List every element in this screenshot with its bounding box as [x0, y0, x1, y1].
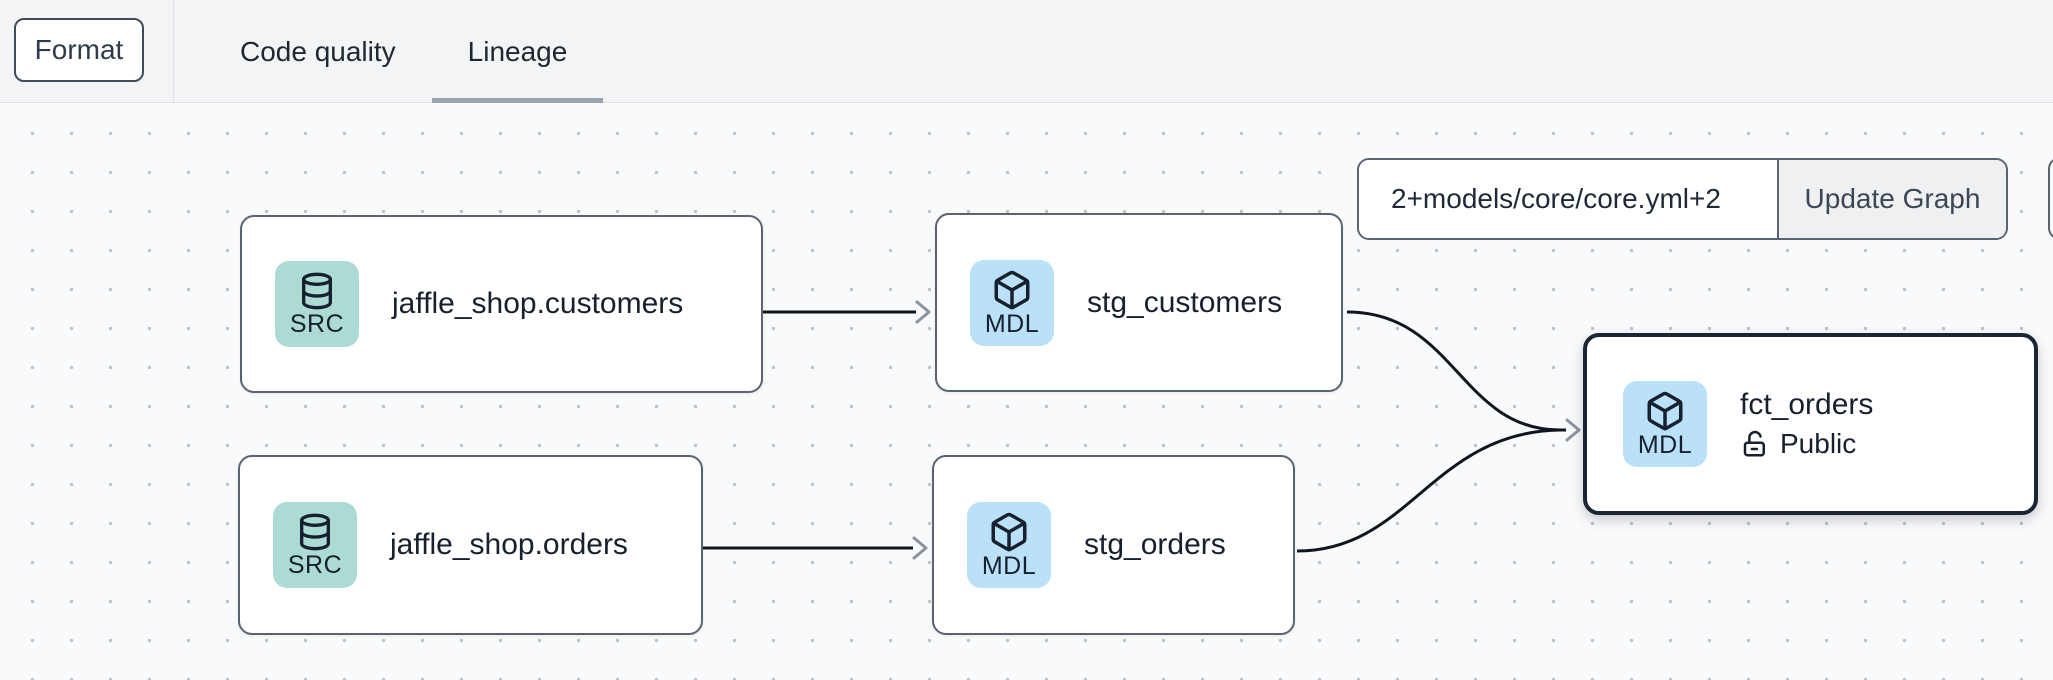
node-title: fct_orders	[1740, 388, 1874, 421]
badge-label: SRC	[287, 551, 343, 579]
format-button[interactable]: Format	[14, 18, 144, 82]
cube-icon	[1647, 391, 1683, 431]
node-jaffle-shop-customers[interactable]: SRC jaffle_shop.customers	[240, 215, 763, 393]
badge-label: MDL	[981, 552, 1037, 580]
node-jaffle-shop-orders[interactable]: SRC jaffle_shop.orders	[238, 455, 703, 635]
model-badge: MDL	[970, 259, 1054, 346]
arrowhead-icon	[1565, 418, 1581, 442]
node-title: jaffle_shop.customers	[392, 287, 684, 320]
node-fct-orders[interactable]: MDL fct_orders Public	[1583, 333, 2038, 515]
cube-icon	[994, 270, 1030, 309]
node-title: jaffle_shop.orders	[390, 528, 628, 561]
database-icon	[302, 272, 332, 310]
node-title: stg_customers	[1087, 285, 1283, 319]
node-title: stg_orders	[1084, 528, 1226, 561]
badge-label: MDL	[984, 309, 1040, 338]
lineage-selector: Update Graph	[1357, 158, 2008, 240]
source-badge: SRC	[275, 261, 359, 347]
arrowhead-icon	[915, 300, 931, 324]
cutoff-edge-button[interactable]	[2048, 157, 2053, 240]
arrowhead-icon	[912, 536, 928, 560]
source-badge: SRC	[273, 502, 357, 588]
selector-input[interactable]	[1359, 160, 1777, 238]
model-badge: MDL	[1623, 381, 1707, 467]
toolbar-divider	[173, 0, 174, 102]
access-row: Public	[1740, 428, 1873, 460]
access-label: Public	[1780, 428, 1857, 459]
database-icon	[300, 513, 330, 551]
node-stg-orders[interactable]: MDL stg_orders	[932, 455, 1295, 635]
node-title-block: fct_orders Public	[1740, 388, 1873, 460]
edge-stg-customers-to-fct	[1346, 310, 1566, 432]
model-badge: MDL	[967, 502, 1051, 588]
tab-lineage[interactable]: Lineage	[431, 0, 604, 103]
tab-bar: Code quality Lineage	[204, 0, 603, 103]
update-graph-button[interactable]: Update Graph	[1777, 160, 2006, 238]
lineage-canvas[interactable]: SRC jaffle_shop.customers MDL stg_custom…	[0, 103, 2053, 680]
lock-open-icon	[1743, 430, 1765, 457]
badge-label: SRC	[289, 310, 345, 338]
edge-stg-orders-to-fct	[1296, 428, 1561, 553]
node-stg-customers[interactable]: MDL stg_customers	[935, 213, 1343, 392]
tab-code-quality[interactable]: Code quality	[240, 35, 396, 67]
badge-label: MDL	[1637, 431, 1693, 459]
top-bar: Format Code quality Lineage	[0, 0, 2053, 103]
cube-icon	[991, 512, 1027, 552]
